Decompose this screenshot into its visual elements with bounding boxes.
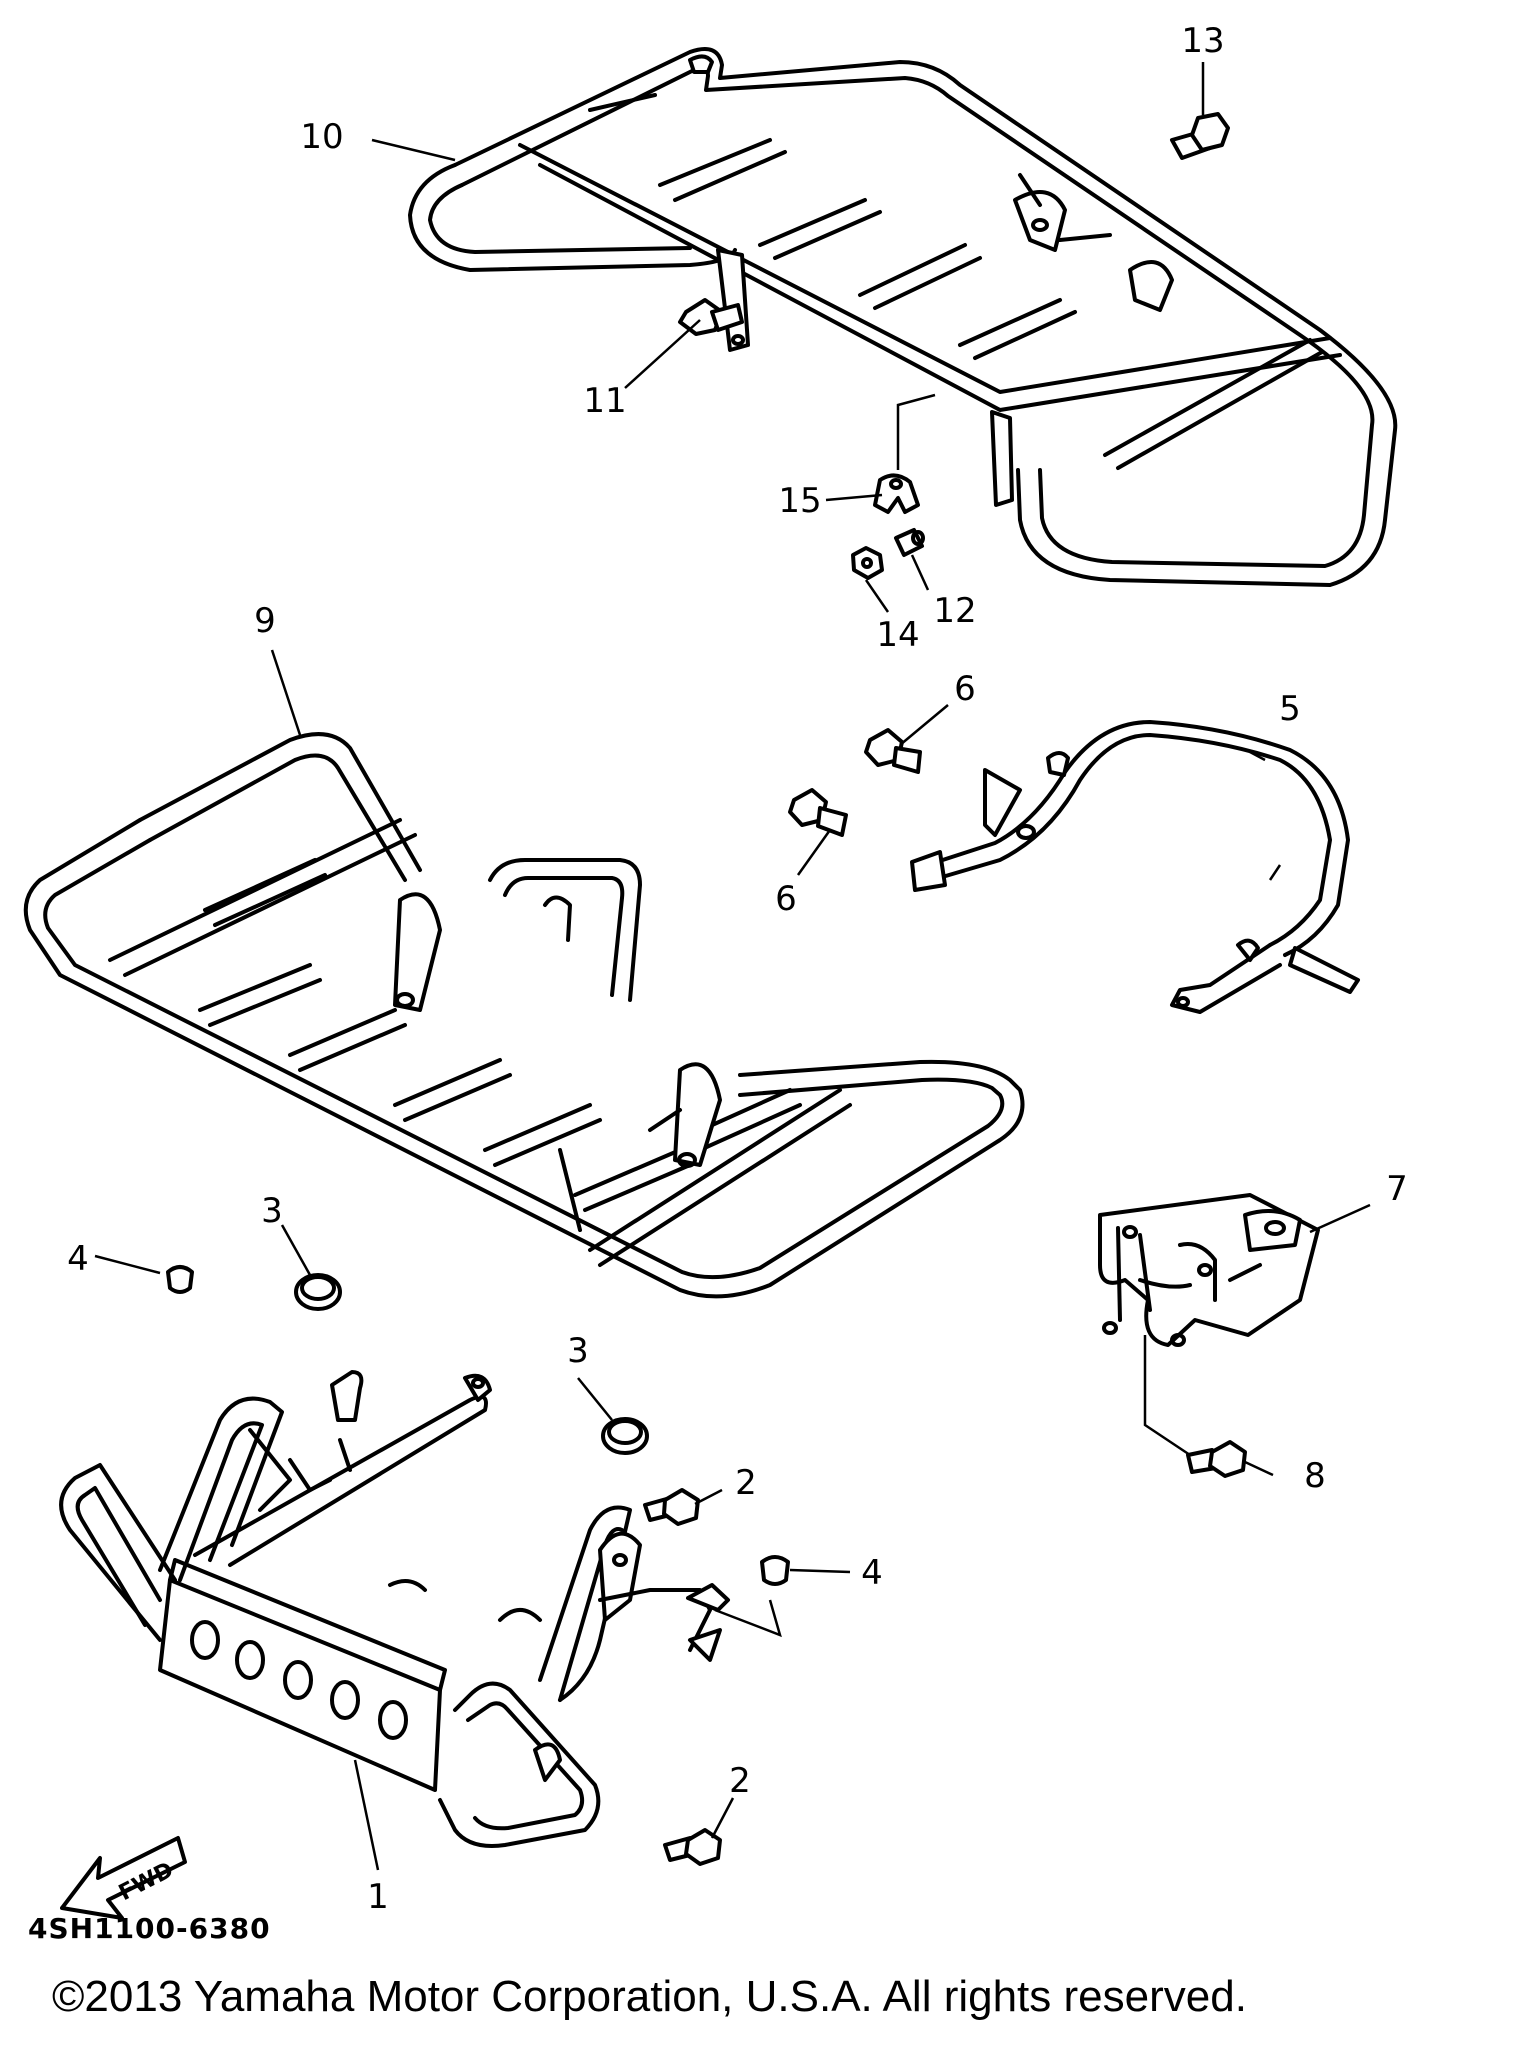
callout-9: 9 — [254, 601, 276, 641]
fwd-arrow: FWD — [60, 1836, 187, 1920]
bolt-2-lower — [663, 1828, 722, 1866]
rear-bracket-part-5 — [910, 720, 1360, 1014]
callout-5: 5 — [1279, 689, 1301, 729]
copyright-notice: ©2013 Yamaha Motor Corporation, U.S.A. A… — [52, 1972, 1247, 2021]
callout-11: 11 — [583, 381, 626, 421]
callout-15: 15 — [778, 481, 821, 521]
callout-14: 14 — [876, 615, 919, 655]
cap-4-upper — [166, 1265, 194, 1294]
callout-12: 12 — [933, 591, 976, 631]
callout-10: 10 — [300, 117, 343, 157]
callout-3-lower: 3 — [567, 1331, 589, 1371]
rear-carrier-part-10 — [408, 47, 1398, 587]
callout-2-upper: 2 — [735, 1463, 757, 1503]
callout-13: 13 — [1181, 21, 1224, 61]
collar-12 — [894, 528, 925, 557]
bolt-8 — [1186, 1440, 1247, 1478]
callout-2-lower: 2 — [729, 1761, 751, 1801]
callout-6-lower: 6 — [775, 879, 797, 919]
callout-6-upper: 6 — [954, 669, 976, 709]
callout-4-lower: 4 — [861, 1553, 883, 1593]
grommet-3-lower — [601, 1417, 649, 1455]
front-guard-part-1 — [59, 1370, 722, 1848]
callout-1: 1 — [367, 1877, 389, 1917]
callout-4-upper: 4 — [67, 1239, 89, 1279]
clip-15 — [873, 473, 920, 514]
bolt-13 — [1170, 112, 1230, 160]
front-carrier-part-9 — [23, 732, 1025, 1299]
callout-3-upper: 3 — [261, 1191, 283, 1231]
callout-7: 7 — [1386, 1169, 1408, 1209]
diagram-code: 4SH1100-6380 — [28, 1912, 271, 1945]
hardware — [166, 112, 1247, 1866]
cap-4-lower — [760, 1555, 790, 1586]
callout-8: 8 — [1304, 1456, 1326, 1496]
callout-labels: 10 13 11 15 12 14 9 5 6 6 7 8 4 3 3 2 4 … — [67, 21, 1408, 1917]
bracket-part-7 — [1098, 1193, 1320, 1347]
bolt-6-lower — [788, 788, 848, 837]
bolt-6-upper — [864, 728, 922, 774]
bolt-2-upper — [643, 1488, 700, 1526]
nut-14 — [851, 546, 884, 580]
bolt-11 — [678, 298, 744, 336]
leader-lines — [94, 62, 1371, 1871]
grommet-3-upper — [294, 1273, 342, 1311]
